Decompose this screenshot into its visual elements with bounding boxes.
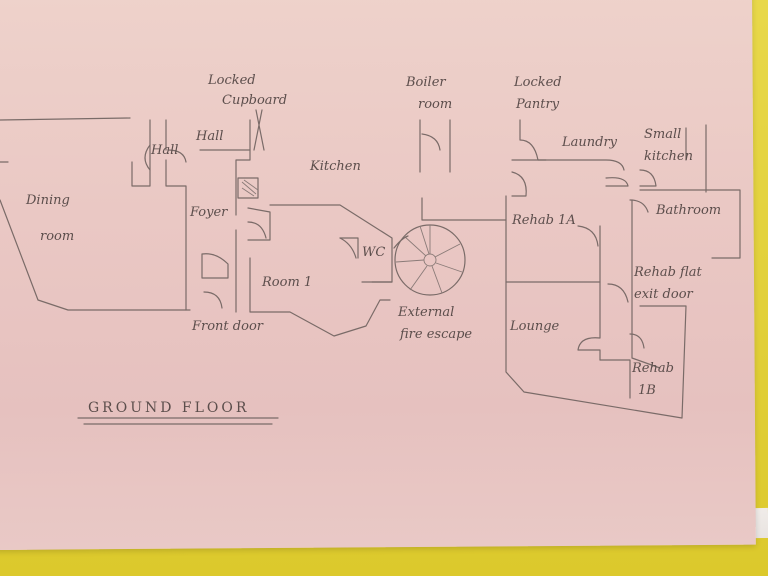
boiler-room-label-2: room	[418, 97, 452, 112]
lounge-label: Lounge	[509, 319, 560, 334]
rehab-1b-label-1: Rehab	[631, 361, 674, 376]
boiler-room-walls	[419, 119, 507, 221]
small-kitchen-label-1: Small	[644, 127, 681, 142]
locked-cupboard-label-2: Cupboard	[222, 93, 287, 108]
wc-label: WC	[362, 245, 385, 260]
front-door-label: Front door	[191, 319, 264, 334]
dining-room-label-2: room	[40, 229, 74, 244]
foyer-label: Foyer	[189, 205, 228, 220]
fire-escape-label-2: fire escape	[399, 327, 472, 342]
room-1-label: Room 1	[261, 275, 312, 290]
rehab-flat-exit-label-2: exit door	[634, 287, 694, 302]
fire-escape-label-1: External	[397, 305, 454, 320]
hall-small-label: Hall	[150, 143, 178, 158]
boiler-room-label-1: Boiler	[405, 75, 446, 90]
kitchen-room1-walls	[249, 204, 393, 337]
locked-pantry-label-2: Pantry	[515, 97, 560, 112]
locked-cupboard-label-1: Locked	[207, 73, 256, 88]
bathroom-label: Bathroom	[655, 203, 721, 218]
locked-pantry-label-1: Locked	[513, 75, 562, 90]
kitchen-label: Kitchen	[309, 159, 361, 174]
rehab-lounge-walls	[505, 195, 687, 419]
pantry-laundry-walls	[511, 119, 741, 259]
small-kitchen-label-2: kitchen	[644, 149, 693, 164]
rehab-flat-exit-label-1: Rehab flat	[633, 265, 702, 280]
ground-floor-title: GROUND FLOOR	[88, 400, 249, 416]
rehab-1b-label-2: 1B	[638, 383, 656, 398]
title-underline	[77, 417, 279, 425]
fire-escape-stair	[393, 224, 466, 296]
hall-foyer-walls	[131, 109, 271, 313]
hall-label: Hall	[195, 129, 223, 144]
laundry-label: Laundry	[561, 135, 618, 150]
dining-room-walls	[0, 117, 191, 311]
dining-room-label-1: Dining	[25, 193, 70, 208]
rehab-1a-label: Rehab 1A	[511, 213, 576, 228]
